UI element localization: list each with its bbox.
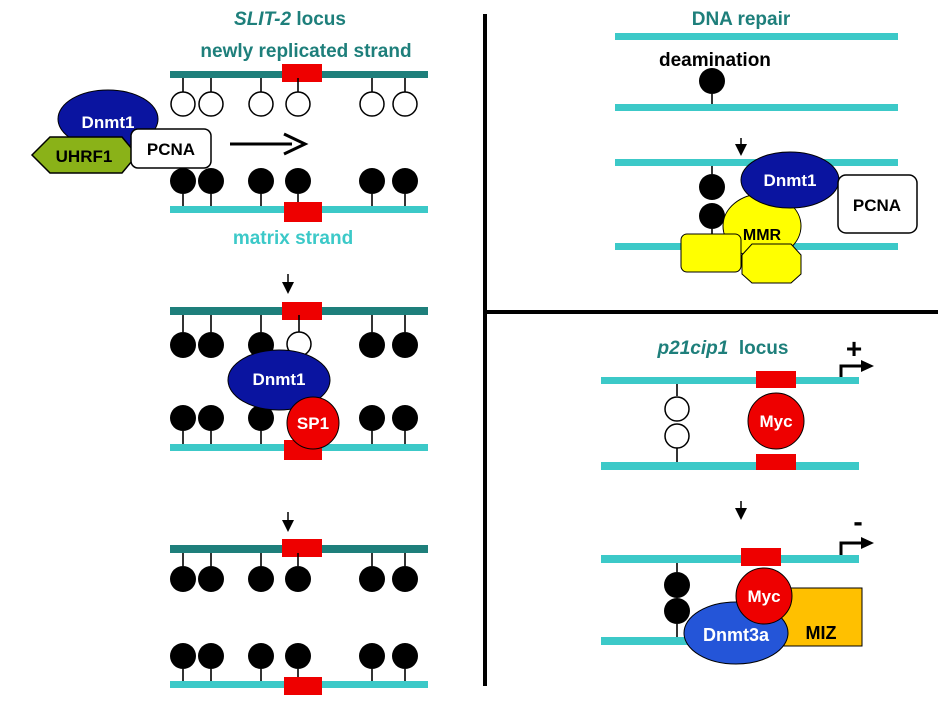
matrix-strand-label: matrix strand: [233, 228, 353, 249]
methylated-cpg: [359, 168, 385, 194]
methylated-cpg: [198, 405, 224, 431]
promoter-site: [756, 371, 796, 388]
methylated-cpg: [198, 566, 224, 592]
dna-repair-title: DNA repair: [692, 9, 791, 30]
methylated-cpg: [248, 566, 274, 592]
methylated-cpg: [248, 643, 274, 669]
unmethylated-cpg: [392, 91, 418, 117]
dna-strand: [615, 33, 898, 40]
methylated-cpg: [198, 332, 224, 358]
unmethylated-cpg: [664, 396, 690, 422]
newly-replicated-strand-label: newly replicated strand: [200, 41, 411, 62]
methylated-cpg: [285, 566, 311, 592]
methylated-cpg: [359, 332, 385, 358]
pcna-label: PCNA: [853, 196, 901, 215]
methylated-cpg: [699, 174, 725, 200]
unmethylated-cpg: [359, 91, 385, 117]
myc-label: Myc: [747, 587, 780, 606]
promoter-site: [282, 539, 322, 557]
dnmt1-label: Dnmt1: [82, 113, 135, 132]
dna-strand: [615, 104, 898, 111]
methylated-cpg: [392, 643, 418, 669]
methylated-cpg: [170, 332, 196, 358]
dnmt1-protein: [227, 349, 331, 411]
transcription-start-arrow: [839, 364, 864, 377]
transcription-start-arrow: [839, 541, 864, 555]
deamination-label: deamination: [659, 50, 771, 71]
methylated-cpg: [198, 643, 224, 669]
unmethylated-cpg: [198, 91, 224, 117]
myc-label: Myc: [759, 412, 792, 431]
methylated-cpg: [392, 168, 418, 194]
uhrf1-label: UHRF1: [56, 147, 113, 166]
methylated-cpg: [392, 332, 418, 358]
methylated-cpg: [198, 168, 224, 194]
promoter-site: [741, 548, 781, 566]
methylated-cpg: [664, 598, 690, 624]
myc-protein: [735, 567, 793, 625]
mmr-label: MMR: [743, 227, 782, 244]
methylated-cpg: [248, 168, 274, 194]
methylated-cpg: [285, 643, 311, 669]
methylated-cpg: [359, 643, 385, 669]
dna-strand: [601, 377, 859, 384]
active-sign: +: [846, 333, 862, 364]
methylated-cpg: [285, 168, 311, 194]
dnmt1-label: Dnmt1: [253, 370, 306, 389]
dna-repair-panel: DNA repair deamination MMR Dnmt1 PCNA: [615, 9, 918, 284]
dnmt3a-label: Dnmt3a: [703, 625, 770, 645]
methylated-cpg: [170, 168, 196, 194]
methylated-cpg: [392, 405, 418, 431]
methylated-cpg: [699, 68, 725, 94]
slit2-step1: matrix strand Dnmt1 UHRF1 PCNA: [30, 64, 428, 249]
promoter-site: [284, 677, 322, 695]
methylated-cpg: [664, 572, 690, 598]
methylated-cpg: [170, 643, 196, 669]
pcna-protein: [837, 174, 918, 234]
dna-strand: [601, 555, 859, 563]
miz-protein: [779, 587, 863, 647]
unmethylated-cpg: [248, 91, 274, 117]
repressed-sign: -: [853, 506, 862, 537]
pcna-label: PCNA: [147, 140, 195, 159]
p21-active-state: Myc +: [601, 333, 874, 470]
unmethylated-cpg: [285, 91, 311, 117]
methylated-cpg: [248, 405, 274, 431]
mmr-subunit: [680, 233, 742, 273]
methylated-cpg: [699, 203, 725, 229]
promoter-site: [282, 64, 322, 82]
methylated-cpg: [392, 566, 418, 592]
pcna-protein: [130, 128, 212, 169]
slit2-step2: Dnmt1 SP1: [170, 302, 428, 460]
slit2-step3: [170, 539, 428, 695]
promoter-site: [282, 302, 322, 320]
slit2-panel: SLIT-2 locus newly replicated strand: [30, 9, 428, 695]
promoter-site: [756, 454, 796, 470]
p21cip1-panel: p21cip1 locus Myc +: [601, 333, 874, 665]
dnmt1-label: Dnmt1: [764, 171, 817, 190]
methylated-cpg: [359, 566, 385, 592]
sp1-label: SP1: [297, 414, 329, 433]
miz-label: MIZ: [806, 623, 837, 643]
dna-strand: [601, 462, 859, 470]
myc-protein: [747, 392, 805, 450]
unmethylated-cpg: [664, 423, 690, 449]
sp1-protein: [286, 396, 340, 450]
methylated-cpg: [170, 405, 196, 431]
slit2-title: SLIT-2 locus: [234, 9, 346, 30]
mmr-subunit: [741, 243, 802, 284]
p21-repressed-state: MIZ Dnmt3a Myc -: [601, 506, 874, 665]
methylated-cpg: [359, 405, 385, 431]
promoter-site: [284, 202, 322, 222]
methylated-cpg: [170, 566, 196, 592]
p21cip1-title: p21cip1 locus: [657, 338, 789, 359]
unmethylated-cpg: [170, 91, 196, 117]
